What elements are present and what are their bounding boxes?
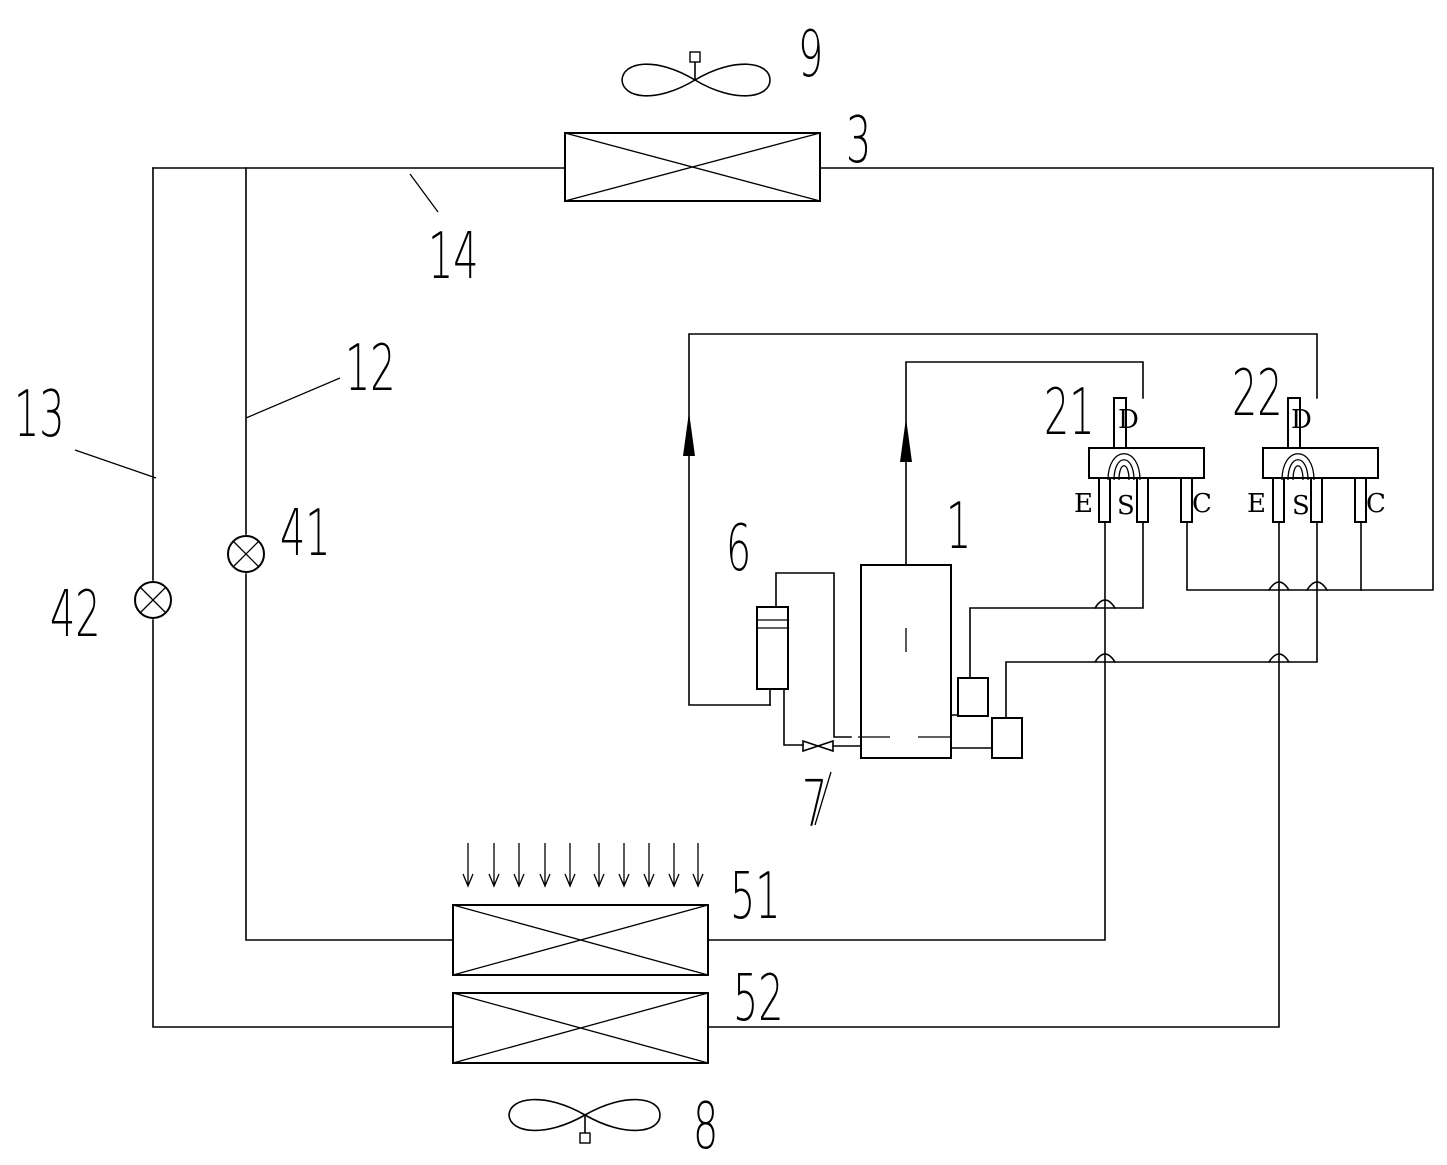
port-22-d: D bbox=[1291, 405, 1312, 435]
port-22-s: S bbox=[1292, 491, 1310, 521]
airflow-arrow-down-icon bbox=[539, 843, 551, 888]
pipe-21-s bbox=[969, 519, 1144, 679]
pipe-22-d-loop bbox=[688, 333, 1318, 706]
airflow-arrow-down-icon bbox=[668, 843, 680, 888]
label-unit-21: 21 bbox=[1044, 375, 1094, 450]
leader-lines bbox=[74, 173, 832, 826]
pipe-14 bbox=[152, 167, 1434, 591]
compressor-1 bbox=[858, 564, 1023, 759]
flow-arrow-up-icon bbox=[683, 412, 695, 456]
pipe-52-return bbox=[707, 519, 1280, 1028]
evaporator-51 bbox=[452, 904, 709, 976]
crossover-bumps bbox=[1093, 581, 1329, 664]
pipe-12 bbox=[245, 167, 456, 941]
port-21-s: S bbox=[1117, 491, 1135, 521]
pipe-22-s bbox=[1005, 519, 1318, 719]
airflow-arrow-down-icon bbox=[513, 843, 525, 888]
airflow-arrow-down-icon bbox=[593, 843, 605, 888]
pipe-51-return bbox=[707, 519, 1106, 941]
flow-arrow-up-icon bbox=[900, 418, 912, 462]
label-pipe-13: 13 bbox=[14, 377, 64, 452]
port-labels: D E S C D E S C bbox=[1074, 405, 1386, 521]
evaporator-52 bbox=[452, 992, 709, 1064]
condenser-3 bbox=[564, 132, 821, 202]
unit-22 bbox=[1262, 397, 1379, 523]
flow-arrows bbox=[683, 412, 912, 462]
label-pipe-14: 14 bbox=[428, 219, 478, 294]
component-6 bbox=[756, 572, 852, 746]
airflow-arrow-down-icon bbox=[462, 843, 474, 888]
airflow-arrow-down-icon bbox=[692, 843, 704, 888]
port-21-d: D bbox=[1118, 405, 1139, 435]
airflow-arrow-down-icon bbox=[618, 843, 630, 888]
label-pipe-12: 12 bbox=[345, 331, 395, 406]
port-22-e: E bbox=[1247, 489, 1266, 519]
label-component-6: 6 bbox=[726, 511, 751, 586]
label-valve-41: 41 bbox=[280, 496, 330, 571]
label-valve-42: 42 bbox=[50, 577, 100, 652]
airflow-arrow-down-icon bbox=[488, 843, 500, 888]
fan-lower-icon bbox=[508, 1098, 661, 1144]
label-evaporator-52: 52 bbox=[733, 961, 783, 1036]
label-valve-7: 7 bbox=[802, 767, 827, 842]
valve-7-icon bbox=[802, 739, 862, 753]
label-compressor: 1 bbox=[946, 489, 971, 564]
airflow-arrow-down-icon bbox=[643, 843, 655, 888]
label-condenser: 3 bbox=[846, 103, 871, 178]
pipe-network bbox=[152, 167, 1434, 1028]
label-fan-upper: 9 bbox=[798, 17, 823, 92]
airflow-arrows bbox=[462, 843, 704, 888]
label-evaporator-51: 51 bbox=[730, 859, 780, 934]
reference-labels: 9 3 14 12 13 41 42 1 6 7 21 22 51 52 8 bbox=[14, 17, 1282, 1164]
unit-21 bbox=[1088, 397, 1205, 523]
fan-upper-icon bbox=[621, 51, 771, 97]
airflow-arrow-down-icon bbox=[564, 843, 576, 888]
label-unit-22: 22 bbox=[1232, 356, 1282, 431]
label-fan-lower: 8 bbox=[693, 1089, 718, 1164]
port-22-c: C bbox=[1366, 489, 1386, 519]
pipe-13 bbox=[152, 167, 456, 1028]
port-21-c: C bbox=[1192, 489, 1212, 519]
valve-42-icon bbox=[134, 581, 172, 619]
valve-41-icon bbox=[227, 535, 265, 573]
port-21-e: E bbox=[1074, 489, 1093, 519]
